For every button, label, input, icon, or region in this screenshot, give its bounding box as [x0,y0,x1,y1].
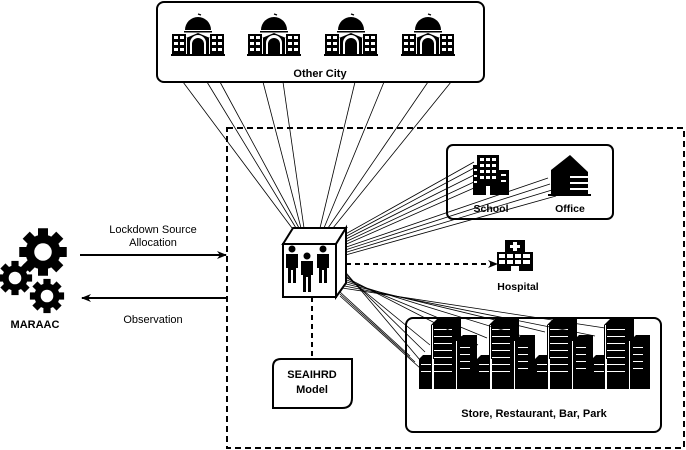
city-link-line [219,81,300,229]
work-group: School Office [446,144,614,220]
work-link-line [341,187,475,247]
work-link-line [341,181,475,244]
work-link-line [341,174,475,242]
leisure-link-line [341,282,546,333]
observation-label: Observation [123,314,182,326]
work-link-line [341,161,475,237]
school-building-icon [473,155,509,195]
hospital-icon [497,240,533,271]
work-link-line [341,189,553,254]
city-link-line [323,81,385,229]
other-city-group: Other City [156,1,485,83]
office-label: Office [555,203,585,215]
people-group-icon [286,245,329,292]
city-link-line [206,81,297,229]
leisure-link-line [339,291,411,357]
leisure-group: Store, Restaurant, Bar, Park [405,317,662,433]
office-building-icon [548,155,591,196]
action-edge: Lockdown Source Allocation [80,224,227,259]
environment-boundary [226,127,685,449]
gears-icon [0,228,67,314]
city-link-line [182,81,293,229]
connection-lines [182,81,557,257]
leisure-link-line [339,293,416,363]
other-city-box [156,1,485,83]
work-box [446,144,614,220]
work-link-line [341,183,551,252]
action-label-line2: Allocation [129,237,177,249]
city-link-line [319,81,356,229]
other-city-label: Other City [293,68,347,80]
city-link-line [262,81,302,229]
maraac-label: MARAAC [11,319,60,331]
hospital-group: Hospital [497,240,539,293]
leisure-link-line [339,295,421,369]
observation-edge: Observation [81,294,226,326]
work-link-line [341,167,475,239]
hospital-label: Hospital [497,281,539,293]
leisure-label: Store, Restaurant, Bar, Park [461,408,607,420]
seaihrd-label-line1: SEAIHRD [287,369,337,381]
work-link-line [341,195,557,257]
city-link-line [282,81,305,229]
leisure-connection-lines [339,267,606,369]
work-link-line [341,177,549,249]
maraac-node: MARAAC [0,228,67,331]
city-link-line [327,81,429,229]
population-node [281,224,348,301]
leisure-link-line [341,287,606,329]
action-label-line1: Lockdown Source [109,224,196,236]
seaihrd-model-node: SEAIHRD Model [272,358,353,409]
city-link-line [332,81,452,229]
leisure-link-line [341,285,596,337]
seaihrd-label-line2: Model [296,384,328,396]
school-label: School [473,203,508,215]
